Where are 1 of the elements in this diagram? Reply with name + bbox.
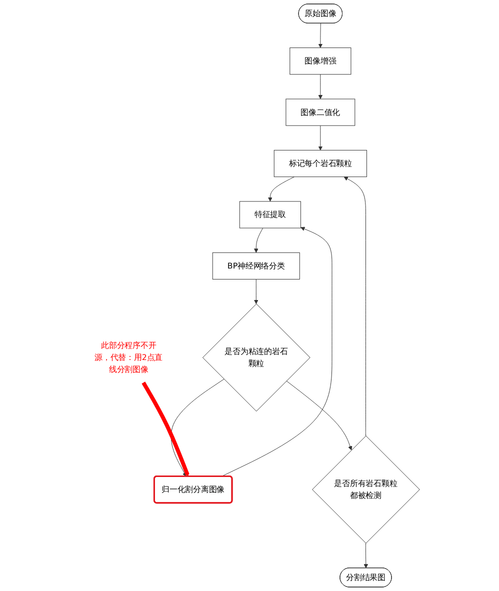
arrow (142, 382, 190, 477)
